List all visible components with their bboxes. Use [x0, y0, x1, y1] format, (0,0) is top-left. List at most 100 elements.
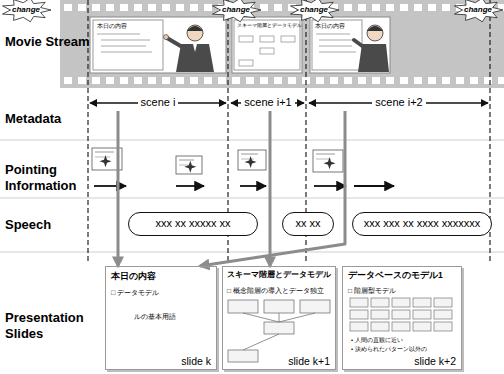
slide-body-text: • 人間の直観に近い — [351, 337, 403, 344]
change-starburst — [213, 0, 262, 22]
thumbnail-line — [95, 157, 110, 158]
pointer-cursor — [324, 157, 336, 169]
pointing-arrows — [94, 185, 394, 187]
thumbnail-line — [241, 159, 254, 160]
frame-slide — [93, 20, 163, 70]
sprocket-hole — [92, 77, 100, 84]
sprocket-hole — [372, 4, 380, 11]
scene-span: scene i+1 — [230, 95, 306, 111]
sprocket-hole — [260, 77, 268, 84]
sprocket-hole — [64, 77, 72, 84]
sprocket-hole — [358, 77, 366, 84]
sprocket-hole — [400, 4, 408, 11]
table-cell — [434, 298, 452, 307]
sprocket-hole — [288, 77, 296, 84]
sprocket-hole — [120, 77, 128, 84]
mapping-arrow — [269, 111, 272, 266]
sprocket-hole — [344, 4, 352, 11]
frame-slide-boxes — [239, 36, 295, 66]
slide-table-diagram — [350, 298, 452, 331]
speech-bubble: xx xx — [282, 212, 334, 236]
thumbnail-line — [95, 152, 114, 153]
slide-body-text: □ 階層型モデル — [348, 287, 396, 294]
slide-body-text: □ データモデル — [111, 289, 159, 297]
sprocket-hole — [372, 77, 380, 84]
table-cell — [413, 298, 431, 307]
sprocket-hole — [274, 77, 282, 84]
presentation-slide: スキーマ階層とデータモデル□ 概念階層の導入とデータ独立slide k+1 — [222, 266, 336, 370]
change-starburst — [455, 0, 504, 22]
row-label: Presentation Slides — [5, 310, 101, 341]
speech-text: xx xx — [295, 217, 320, 230]
mapping-arrow — [117, 111, 120, 266]
sprocket-hole — [106, 77, 114, 84]
sprocket-hole — [64, 4, 72, 11]
sprocket-hole — [92, 4, 100, 11]
table-cell — [413, 310, 431, 319]
slide-title: データベースのモデル1 — [348, 271, 443, 281]
pointer-cursor — [100, 155, 112, 167]
sprocket-hole — [274, 4, 282, 11]
sprocket-hole — [232, 77, 240, 84]
row-separators — [0, 140, 504, 252]
scene-label: scene i+1 — [241, 96, 294, 109]
frame-slide — [312, 20, 362, 70]
sprocket-hole — [120, 4, 128, 11]
frame-slide-lines — [97, 34, 152, 52]
table-cell — [434, 322, 452, 331]
table-cell — [350, 298, 368, 307]
sprocket-hole — [428, 4, 436, 11]
sprocket-hole — [246, 77, 254, 84]
frame-slide-title: 本日の内容 — [315, 23, 345, 29]
speech-bubble: xxx xx xxxxx xx — [128, 212, 258, 236]
thumbnail-frame — [176, 156, 202, 174]
speech-text: xxx xxx xx xxxx xxxxxxx — [364, 217, 481, 230]
sprocket-hole — [134, 4, 142, 11]
sprocket-hole — [204, 77, 212, 84]
scene-label: scene i+2 — [372, 96, 425, 109]
sprocket-hole — [148, 4, 156, 11]
speech-text: xxx xx xxxxx xx — [155, 217, 230, 230]
thumbnail-line — [316, 159, 331, 160]
film-strip — [60, 0, 504, 88]
scene-span: scene i — [88, 95, 228, 111]
table-cell — [350, 322, 368, 331]
row-label: Speech — [5, 217, 95, 233]
change-starburst — [291, 0, 340, 22]
slide-tag: slide k+2 — [412, 355, 458, 367]
change-label: change — [300, 5, 328, 14]
sprocket-hole — [78, 4, 86, 11]
sprocket-hole — [400, 77, 408, 84]
sprocket-hole — [414, 77, 422, 84]
table-cell — [392, 298, 410, 307]
thumbnail-line — [179, 160, 194, 161]
row-label: Movie Stream — [5, 34, 95, 50]
pointing-thumbnails — [92, 148, 343, 174]
slide-schema-diagram — [228, 300, 330, 362]
slide-body-text: • 決められたパターン以外の — [351, 346, 427, 353]
thumbnail-frame — [238, 150, 266, 170]
sprocket-hole — [204, 4, 212, 11]
pointer-cursor — [184, 161, 196, 173]
sprocket-hole — [190, 4, 198, 11]
frame-slide-title: スキーマ階層とデータモデル — [237, 23, 302, 28]
slide-title: 本日の内容 — [111, 271, 156, 281]
mapping-arrow — [200, 111, 345, 266]
sprocket-hole — [386, 77, 394, 84]
table-cell — [371, 322, 389, 331]
slide-tag: slide k+1 — [286, 355, 332, 367]
lecturer-figure — [354, 25, 389, 72]
slide-tag: slide k — [179, 355, 213, 367]
sprocket-hole — [260, 4, 268, 11]
slide-pages — [105, 266, 464, 372]
sprocket-hole — [386, 4, 394, 11]
sprocket-hole — [162, 4, 170, 11]
table-cell — [371, 298, 389, 307]
scene-span: scene i+2 — [308, 95, 490, 111]
movie-frame — [232, 17, 302, 73]
change-label: change — [222, 5, 250, 14]
scene-label: scene i — [138, 96, 179, 109]
table-cell — [392, 322, 410, 331]
presentation-slide: 本日の内容□ データモデルルの基本用語slide k — [105, 266, 217, 370]
